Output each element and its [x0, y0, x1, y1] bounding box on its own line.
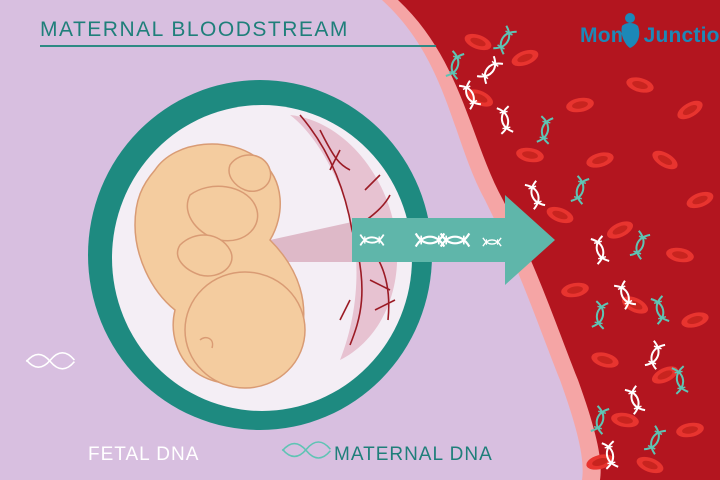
- title-underline: [40, 45, 436, 47]
- brand-logo: Mom Junction: [580, 24, 720, 48]
- legend-maternal-dna-label: MATERNAL DNA: [334, 444, 493, 465]
- arrow-right-icon: [352, 195, 555, 285]
- fetus-illustration: [134, 143, 306, 389]
- mother-silhouette-logo-icon: [621, 13, 640, 48]
- brand-logo-part2: Junction: [643, 24, 720, 47]
- legend-maternal-dna-icon: [281, 441, 332, 459]
- page-title: MATERNAL BLOODSTREAM: [40, 18, 349, 41]
- legend-fetal-dna-label: FETAL DNA: [88, 444, 200, 465]
- brand-logo-part1: Mom: [580, 24, 630, 47]
- legend-fetal-dna-icon: [25, 352, 76, 370]
